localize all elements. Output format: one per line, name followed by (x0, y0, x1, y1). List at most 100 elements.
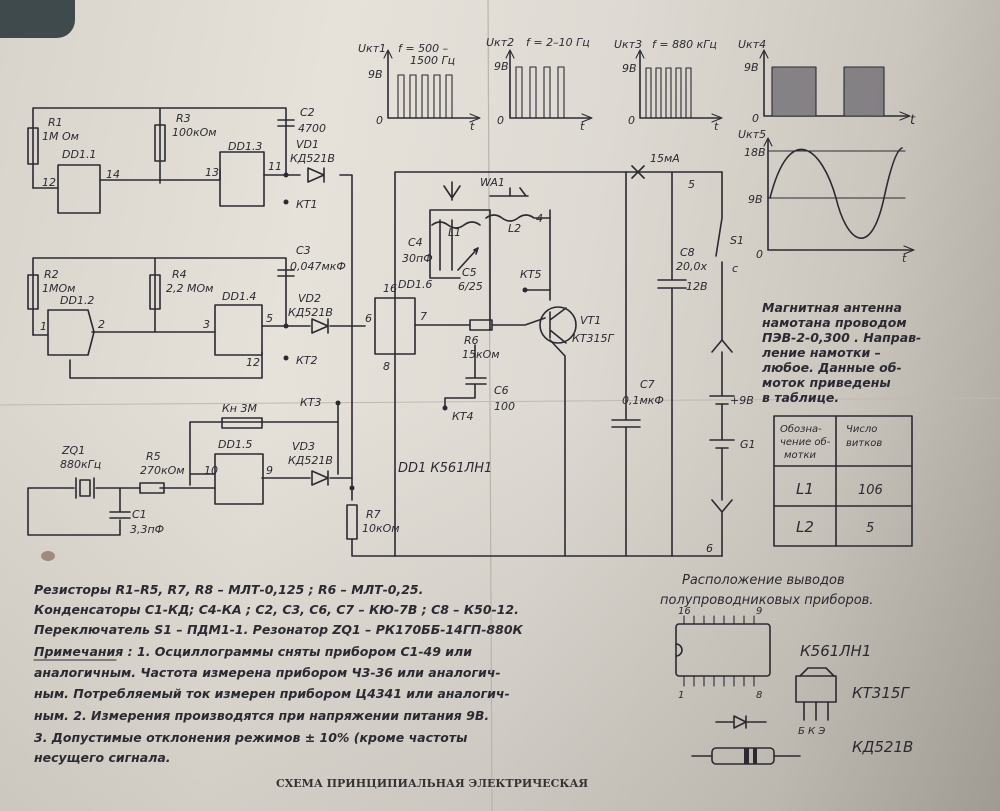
kt315-package (795, 675, 837, 703)
c1-value: 3,3пФ (130, 523, 164, 536)
r5-label: R5 (146, 450, 161, 463)
c7-capacitor (611, 171, 641, 557)
r7-resistor (346, 504, 358, 540)
antenna-note-line-1: Магнитная антенна (762, 300, 902, 315)
kt3-t: t (714, 120, 719, 133)
c5-label: C5 (462, 266, 477, 279)
kt5-mid: 9В (748, 193, 763, 206)
vd1-label: VD1 (296, 138, 319, 151)
note-line-2: Конденсаторы C1-КД; C4-КА ; C2, C3, C6, … (34, 602, 519, 617)
antenna-note-line-4: ление намотки – (762, 345, 881, 360)
paper-fold-vertical (487, 0, 493, 811)
pin-14: 14 (106, 168, 120, 181)
c2-label: C2 (300, 106, 315, 119)
c3-value: 0,047мкФ (290, 260, 346, 273)
winding-table: Обозна- чение об- мотки Число витков L1 … (773, 415, 913, 547)
pinout-ic-pin8: 8 (756, 690, 762, 701)
table-header-1c: мотки (784, 450, 817, 461)
ma-meter-point (631, 165, 645, 179)
kt1-freq2: 1500 Гц (410, 54, 455, 67)
antenna-note: Магнитная антенна намотана проводом ПЭВ-… (762, 300, 921, 405)
dd15-gate (214, 453, 264, 505)
pin-8: 8 (383, 360, 390, 373)
dd15-label: DD1.5 (218, 438, 252, 451)
vd3-label: VD3 (292, 440, 315, 453)
g1-voltage: +9В (730, 394, 754, 407)
r3-label: R3 (176, 112, 191, 125)
kt4-ylabel: Uкт4 (738, 38, 766, 51)
antenna-note-line-5: любое. Данные об- (762, 360, 902, 375)
zq1-crystal (79, 479, 91, 497)
c6-value: 100 (494, 400, 515, 413)
pin-9: 9 (266, 464, 273, 477)
pinout-title-2: полупроводниковых приборов. (660, 593, 873, 608)
pin-11: 11 (268, 160, 282, 173)
sheet-shadow (0, 395, 1000, 811)
pin-2: 2 (98, 318, 105, 331)
vt1-transistor (539, 306, 577, 344)
kt4-label: КТ4 (452, 410, 474, 423)
g1-label: G1 (740, 438, 756, 451)
table-frame (773, 415, 913, 547)
pinout-ic-name: К561ЛН1 (800, 642, 871, 660)
k561-package (675, 623, 771, 677)
l2-coil (485, 214, 551, 222)
r1-label: R1 (48, 116, 63, 129)
pin-6: 6 (365, 312, 372, 325)
l1-c4-tank (429, 209, 491, 331)
waveform-kt5: Uкт5 18В 9В 0 t (738, 128, 915, 265)
dark-corner-object (0, 0, 75, 38)
waveform-kt1: Uкт1 f = 500 – 1500 Гц 9В 0 t (358, 42, 481, 133)
dd13-label: DD1.3 (228, 140, 262, 153)
r6-value: 15кОм (462, 348, 500, 361)
node-5: 5 (688, 178, 695, 191)
c8-value: 20,0х (676, 260, 707, 273)
kt4-burst-1 (772, 67, 816, 116)
kt1-label: КТ1 (296, 198, 318, 211)
dd11-label: DD1.1 (62, 148, 96, 161)
waveform-kt2: Uкт2 f = 2–10 Гц 9В 0 t (486, 36, 593, 133)
r3-resistor (154, 124, 166, 162)
pinout-ic-pin1: 1 (678, 690, 684, 701)
kt3-ylabel: Uкт3 (614, 38, 642, 51)
kt2-label: КТ2 (296, 354, 318, 367)
diagram-caption: СХЕМА ПРИНЦИПИАЛЬНАЯ ЭЛЕКТРИЧЕСКАЯ (276, 777, 588, 790)
kt3-level: 9В (622, 62, 637, 75)
kt2-freq: f = 2–10 Гц (526, 36, 590, 49)
kd521-body (711, 747, 775, 765)
kt4-t: t (910, 113, 916, 128)
r7-label: R7 (366, 508, 381, 521)
antenna-note-line-3: ПЭВ-2-0,300 . Направ- (762, 330, 921, 345)
r5-value: 270кОм (140, 464, 185, 477)
dd13-gate (219, 151, 265, 207)
waveform-kt3: Uкт3 f = 880 кГц 9В 0 t (614, 38, 723, 133)
table-row-2-name: L2 (796, 518, 814, 536)
kt2-origin: 0 (497, 114, 504, 127)
kt1-ylabel: Uкт1 (358, 42, 386, 55)
kd521-band-2 (753, 748, 757, 764)
c5-value: 6/25 (458, 280, 483, 293)
l1-label: L1 (448, 226, 461, 239)
pin-7: 7 (420, 310, 427, 323)
vd2-value: КД521В (288, 306, 333, 319)
dd16-gate (374, 297, 416, 355)
note-line-3: Переключатель S1 – ПДМ1-1. Резонатор ZQ1… (34, 622, 524, 637)
r7-value: 10кОм (362, 522, 400, 535)
l1-coil (431, 221, 481, 229)
vd2-diode (311, 318, 329, 334)
pin-4: 4 (536, 212, 543, 225)
kd521-symbol (715, 715, 767, 729)
vt1-value: КТ315Г (572, 332, 615, 345)
dd12-gate (47, 309, 95, 356)
kd521-band-1 (744, 748, 749, 764)
ink-stain (41, 551, 55, 561)
pin-16: 16 (383, 282, 397, 295)
r4-value: 2,2 МОм (166, 282, 213, 295)
c4-value: 30пФ (402, 252, 433, 265)
paper-fold-horizontal (0, 397, 1000, 406)
kt1-freq: f = 500 – (398, 42, 449, 55)
pin-1: 1 (40, 320, 47, 333)
c6-label: C6 (494, 384, 509, 397)
note-line-9: несущего сигнала. (34, 750, 171, 765)
